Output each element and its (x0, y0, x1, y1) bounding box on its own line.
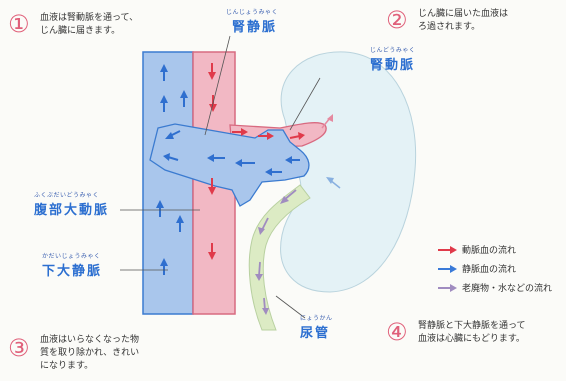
step-3-text: 血液はいらなくなった物 質を取り除かれ、きれい になります。 (40, 335, 140, 371)
ureter-label: 尿管 (300, 326, 331, 341)
renal-artery-ruby: じんどうみゃく (370, 47, 416, 54)
abdominal-aorta-ruby: ふくぶだいどうみゃく (34, 192, 100, 199)
step-4-number: ④ (386, 318, 408, 346)
step-3-number: ③ (8, 334, 30, 362)
inferior-vena-cava-ruby: かだいじょうみゃく (42, 253, 101, 260)
ureter-ruby: にょうかん (300, 315, 333, 322)
legend-venous-flow: 静脈血の流れ (462, 265, 517, 275)
renal-artery-label: 腎動脈 (370, 58, 416, 73)
renal-vein-vessel (149, 123, 310, 207)
step-2-number: ② (386, 6, 408, 34)
legend-arterial-flow: 動脈血の流れ (462, 246, 517, 256)
step-4-text: 腎静脈と下大静脈を通って 血液は心臓にもどります。 (418, 321, 526, 344)
abdominal-aorta-label: 腹部大動脈 (34, 203, 110, 218)
renal-vein-ruby: じんじょうみゃく (226, 9, 279, 16)
step-1-text: 血液は腎動脈を通って、 じん臓に届きます。 (40, 13, 139, 36)
step-1-number: ① (8, 10, 30, 38)
ureter-tube (248, 184, 311, 331)
step-2-text: じん臓に届いた血液は ろ過されます。 (418, 9, 509, 32)
inferior-vena-cava-label: 下大静脈 (42, 264, 103, 279)
inferior-vena-cava-vessel (142, 51, 194, 315)
legend-arrows (438, 246, 457, 292)
renal-vein-label: 腎静脈 (232, 20, 278, 35)
legend-waste-flow: 老廃物・水などの流れ (462, 284, 553, 294)
